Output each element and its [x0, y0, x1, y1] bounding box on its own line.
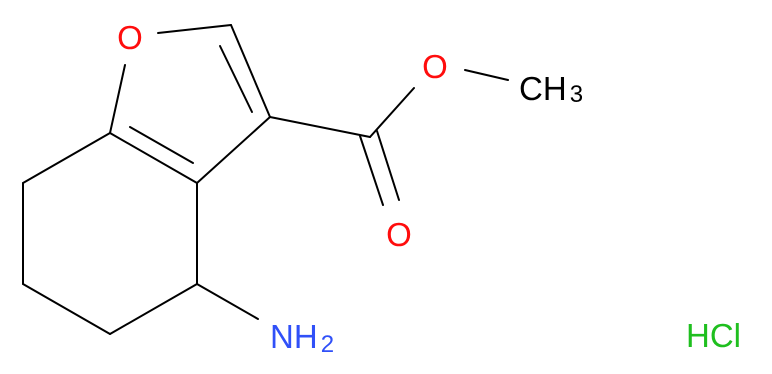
bond-ccarbonyl-oester: [369, 87, 415, 138]
methyl-hydrogen: H: [543, 70, 567, 107]
bond-oester-ch3: [464, 69, 509, 81]
bond-c3a-c7a-inner: [129, 126, 194, 164]
bond-carbonyl-double-b: [376, 130, 400, 201]
bond-c3a-c7a: [109, 132, 198, 184]
bond-carbonyl-double-a: [359, 135, 384, 206]
carbonyl-oxygen-label: O: [386, 216, 412, 253]
ring-oxygen-label: O: [117, 19, 143, 56]
amine-hydrogen: H: [294, 318, 318, 355]
methyl-subscript: 3: [570, 81, 583, 108]
bond-c7a-o1: [109, 64, 126, 134]
bond-c5-c4: [109, 283, 198, 335]
bond-c7a-c7: [22, 132, 111, 184]
amine-subscript: 2: [321, 331, 334, 358]
salt-label: HCl: [686, 317, 741, 354]
amine-nitrogen: N: [270, 318, 294, 355]
bonds: [22, 24, 509, 335]
bond-c4-n: [196, 283, 259, 320]
ester-oxygen-label: O: [422, 48, 448, 85]
bond-c2-c3-inner: [219, 45, 253, 113]
bond-o1-c2: [157, 24, 232, 34]
bond-c2-c3: [230, 24, 271, 118]
bond-c3-c3a: [196, 116, 271, 184]
methyl-carbon: C: [519, 70, 543, 107]
bond-c3-ccarbonyl: [269, 116, 371, 138]
bond-c6-c5: [22, 283, 111, 335]
